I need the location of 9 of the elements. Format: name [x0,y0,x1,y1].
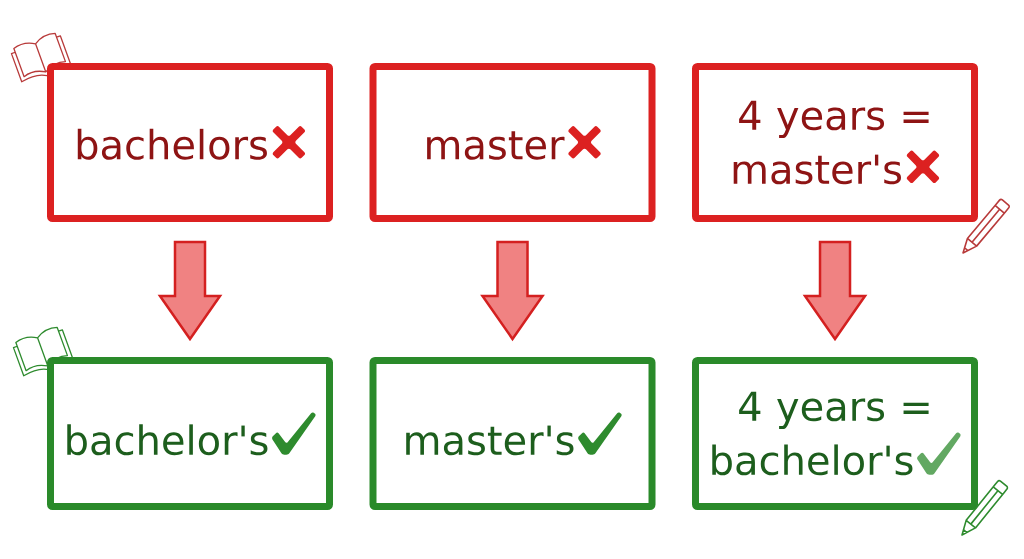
text-box: master [369,63,656,222]
block-arrow [480,240,545,342]
text-box: bachelor's [47,357,333,510]
text-box: 4 years = master's [692,63,978,222]
text-box: 4 years = bachelor's [692,357,978,510]
block-arrow [802,240,868,342]
text-box: master's [369,357,656,510]
text-box: bachelors [47,63,333,222]
block-arrow [157,240,223,342]
